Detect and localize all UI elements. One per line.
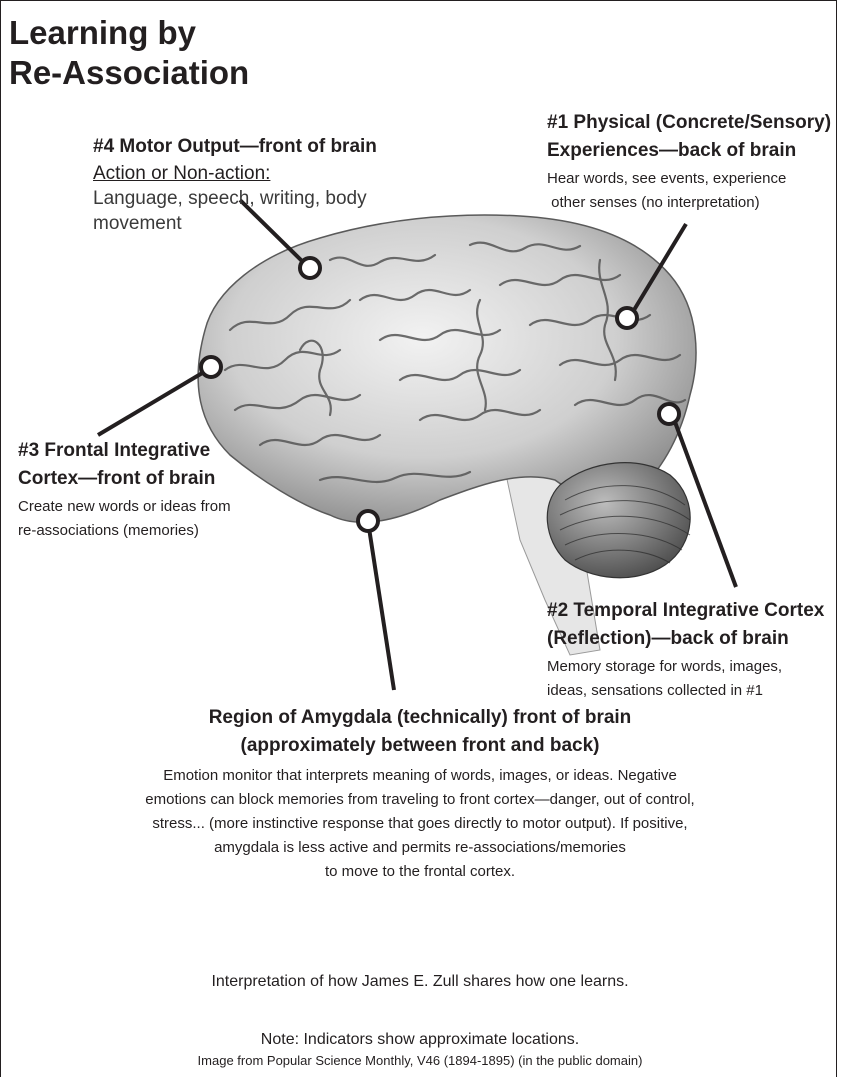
callout-amygdala: Region of Amygdala (technically) front o… <box>40 704 800 884</box>
indicator-line-amygdala <box>369 528 394 690</box>
physical-text-1: Hear words, see events, experience <box>547 167 831 191</box>
footer-note: Note: Indicators show approximate locati… <box>40 1029 800 1051</box>
frontal-heading-2: Cortex—front of brain <box>18 465 231 493</box>
amygdala-heading-2: (approximately between front and back) <box>40 732 800 760</box>
callout-physical: #1 Physical (Concrete/Sensory) Experienc… <box>547 109 831 215</box>
temporal-text-2: ideas, sensations collected in #1 <box>547 679 824 703</box>
footer-notes: Note: Indicators show approximate locati… <box>40 1029 800 1071</box>
physical-heading-1: #1 Physical (Concrete/Sensory) <box>547 109 831 137</box>
amygdala-text-2: emotions can block memories from traveli… <box>40 788 800 812</box>
motor-text-2: movement <box>93 211 377 236</box>
indicator-circle-motor <box>300 258 320 278</box>
footer: Interpretation of how James E. Zull shar… <box>40 970 800 994</box>
amygdala-text-1: Emotion monitor that interprets meaning … <box>40 764 800 788</box>
temporal-heading-1: #2 Temporal Integrative Cortex <box>547 597 824 625</box>
amygdala-text-3: stress... (more instinctive response tha… <box>40 812 800 836</box>
temporal-heading-2: (Reflection)—back of brain <box>547 625 824 653</box>
frontal-heading-1: #3 Frontal Integrative <box>18 437 231 465</box>
amygdala-text-5: to move to the frontal cortex. <box>40 860 800 884</box>
frontal-text-1: Create new words or ideas from <box>18 495 231 519</box>
frontal-text-2: re-associations (memories) <box>18 519 231 543</box>
physical-text-2: other senses (no interpretation) <box>547 191 831 215</box>
footer-credit: Image from Popular Science Monthly, V46 … <box>40 1051 800 1071</box>
motor-heading: #4 Motor Output—front of brain <box>93 133 377 161</box>
indicator-circle-physical <box>617 308 637 328</box>
motor-text-1: Language, speech, writing, body <box>93 186 377 211</box>
cerebellum <box>547 463 690 578</box>
indicator-line-frontal <box>98 372 204 435</box>
indicator-circle-frontal <box>201 357 221 377</box>
amygdala-heading-1: Region of Amygdala (technically) front o… <box>40 704 800 732</box>
motor-subheading: Action or Non-action: <box>93 161 377 186</box>
footer-interpretation: Interpretation of how James E. Zull shar… <box>40 970 800 994</box>
amygdala-text-4: amygdala is less active and permits re-a… <box>40 836 800 860</box>
indicator-circle-temporal <box>659 404 679 424</box>
temporal-text-1: Memory storage for words, images, <box>547 655 824 679</box>
callout-frontal: #3 Frontal Integrative Cortex—front of b… <box>18 437 231 543</box>
physical-heading-2: Experiences—back of brain <box>547 137 831 165</box>
callout-temporal: #2 Temporal Integrative Cortex (Reflecti… <box>547 597 824 703</box>
callout-motor: #4 Motor Output—front of brain Action or… <box>93 133 377 236</box>
indicator-circle-amygdala <box>358 511 378 531</box>
